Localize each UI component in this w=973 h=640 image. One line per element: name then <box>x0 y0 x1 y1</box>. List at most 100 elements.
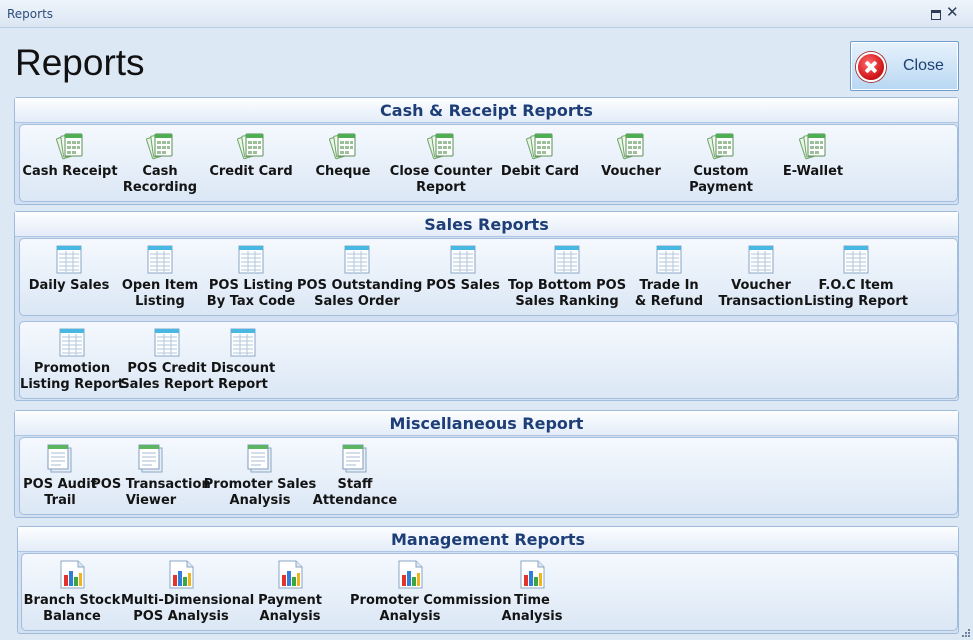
sheet-report-icon <box>55 244 83 274</box>
bar-chart-report-icon <box>167 559 195 589</box>
sheet-report-icon <box>58 327 86 357</box>
window-title: Reports <box>7 7 54 21</box>
document-report-icon <box>46 443 74 473</box>
report-item-label: Debit Card <box>500 164 580 179</box>
sheet-report-icon <box>343 244 371 274</box>
restore-window-icon[interactable] <box>928 6 942 20</box>
report-item-trade-in-refund[interactable]: Trade In& Refund <box>619 240 719 312</box>
sheet-report-icon <box>747 244 775 274</box>
report-item-e-wallet[interactable]: E-Wallet <box>763 126 863 198</box>
report-item-daily-sales[interactable]: Daily Sales <box>19 240 119 312</box>
sheet-report-icon <box>237 244 265 274</box>
sheet-report-icon <box>449 244 477 274</box>
report-item-label: POS Sales <box>426 278 500 293</box>
resize-grip-icon[interactable] <box>960 628 971 638</box>
section-title: Management Reports <box>18 527 958 552</box>
money-report-icon <box>427 130 455 160</box>
report-item-voucher[interactable]: Voucher <box>581 126 681 198</box>
report-item-label: Cash Receipt <box>22 164 118 179</box>
section-title: Sales Reports <box>15 212 958 237</box>
money-report-icon <box>707 130 735 160</box>
bar-chart-report-icon <box>276 559 304 589</box>
report-item-label: Voucher <box>601 164 661 179</box>
section-title: Miscellaneous Report <box>15 411 958 436</box>
money-report-icon <box>526 130 554 160</box>
sheet-report-icon <box>655 244 683 274</box>
report-item-label: Daily Sales <box>28 278 110 293</box>
report-item-label: E-Wallet <box>782 164 844 179</box>
sheet-report-icon <box>146 244 174 274</box>
money-report-icon <box>237 130 265 160</box>
report-item-debit-card[interactable]: Debit Card <box>490 126 590 198</box>
money-report-icon <box>329 130 357 160</box>
sheet-report-icon <box>153 327 181 357</box>
bar-chart-report-icon <box>396 559 424 589</box>
close-button[interactable]: Close <box>850 41 959 91</box>
report-item-cheque[interactable]: Cheque <box>293 126 393 198</box>
report-item-credit-card[interactable]: Credit Card <box>201 126 301 198</box>
bar-chart-report-icon <box>518 559 546 589</box>
report-item-label: Cheque <box>315 164 371 179</box>
sheet-report-icon <box>229 327 257 357</box>
close-button-label: Close <box>903 57 944 74</box>
close-window-icon[interactable]: ✕ <box>946 3 959 21</box>
sheet-report-icon <box>842 244 870 274</box>
report-item-label: Trade In& Refund <box>634 278 704 309</box>
page-title: Reports <box>15 42 145 83</box>
sheet-report-icon <box>553 244 581 274</box>
money-report-icon <box>799 130 827 160</box>
document-report-icon <box>137 443 165 473</box>
window-titlebar: Reports ✕ <box>0 0 973 28</box>
document-report-icon <box>341 443 369 473</box>
report-item-cash-receipt[interactable]: Cash Receipt <box>20 126 120 198</box>
section-title: Cash & Receipt Reports <box>15 98 958 123</box>
document-report-icon <box>246 443 274 473</box>
money-report-icon <box>56 130 84 160</box>
report-item-pos-sales[interactable]: POS Sales <box>413 240 513 312</box>
